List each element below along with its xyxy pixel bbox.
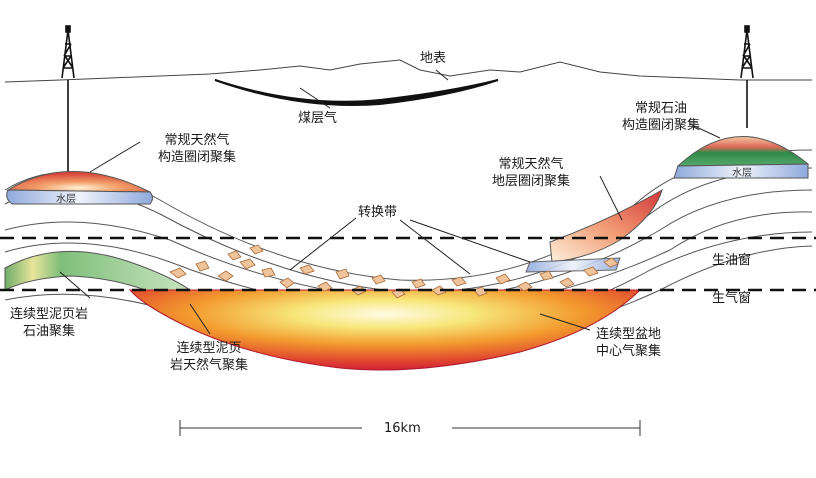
label-shale-oil: 连续型泥页岩 石油聚集 xyxy=(10,307,89,339)
label-scale: 16km xyxy=(384,421,421,436)
ground-surface-line xyxy=(4,59,812,83)
drilling-rig-right xyxy=(740,25,754,128)
label-oil-structural: 常规石油 构造圈闭聚集 xyxy=(622,101,701,133)
coal-seam xyxy=(214,79,499,106)
label-water-right: 水层 xyxy=(732,168,752,179)
label-shale-gas: 连续型泥页 岩天然气聚集 xyxy=(170,341,249,373)
label-surface: 地表 xyxy=(420,51,447,66)
label-oil-window: 生油窗 xyxy=(712,253,752,268)
label-basin-center-gas: 连续型盆地 中心气聚集 xyxy=(596,327,662,359)
water-layer-right xyxy=(673,163,809,179)
oil-dome-right xyxy=(676,136,810,167)
gas-stratigraphic-wedge xyxy=(549,188,663,263)
basin-center-gas xyxy=(128,289,642,371)
water-layer-left xyxy=(6,189,153,205)
label-transition-zone: 转换带 xyxy=(358,205,398,220)
label-gas-structural: 常规天然气 构造圈闭聚集 xyxy=(158,133,237,165)
water-layer-wedge xyxy=(525,257,621,273)
label-gas-stratigraphic: 常规天然气 地层圈闭聚集 xyxy=(492,157,571,189)
label-gas-window: 生气窗 xyxy=(712,291,752,306)
drilling-rig-left xyxy=(61,25,75,172)
gas-dome-left xyxy=(6,171,151,193)
leader-lines xyxy=(59,69,721,335)
scale-bar xyxy=(179,420,641,436)
label-water-left: 水层 xyxy=(56,194,76,205)
transition-zone-boulders xyxy=(169,244,619,299)
label-coalbed-gas: 煤层气 xyxy=(298,111,338,126)
